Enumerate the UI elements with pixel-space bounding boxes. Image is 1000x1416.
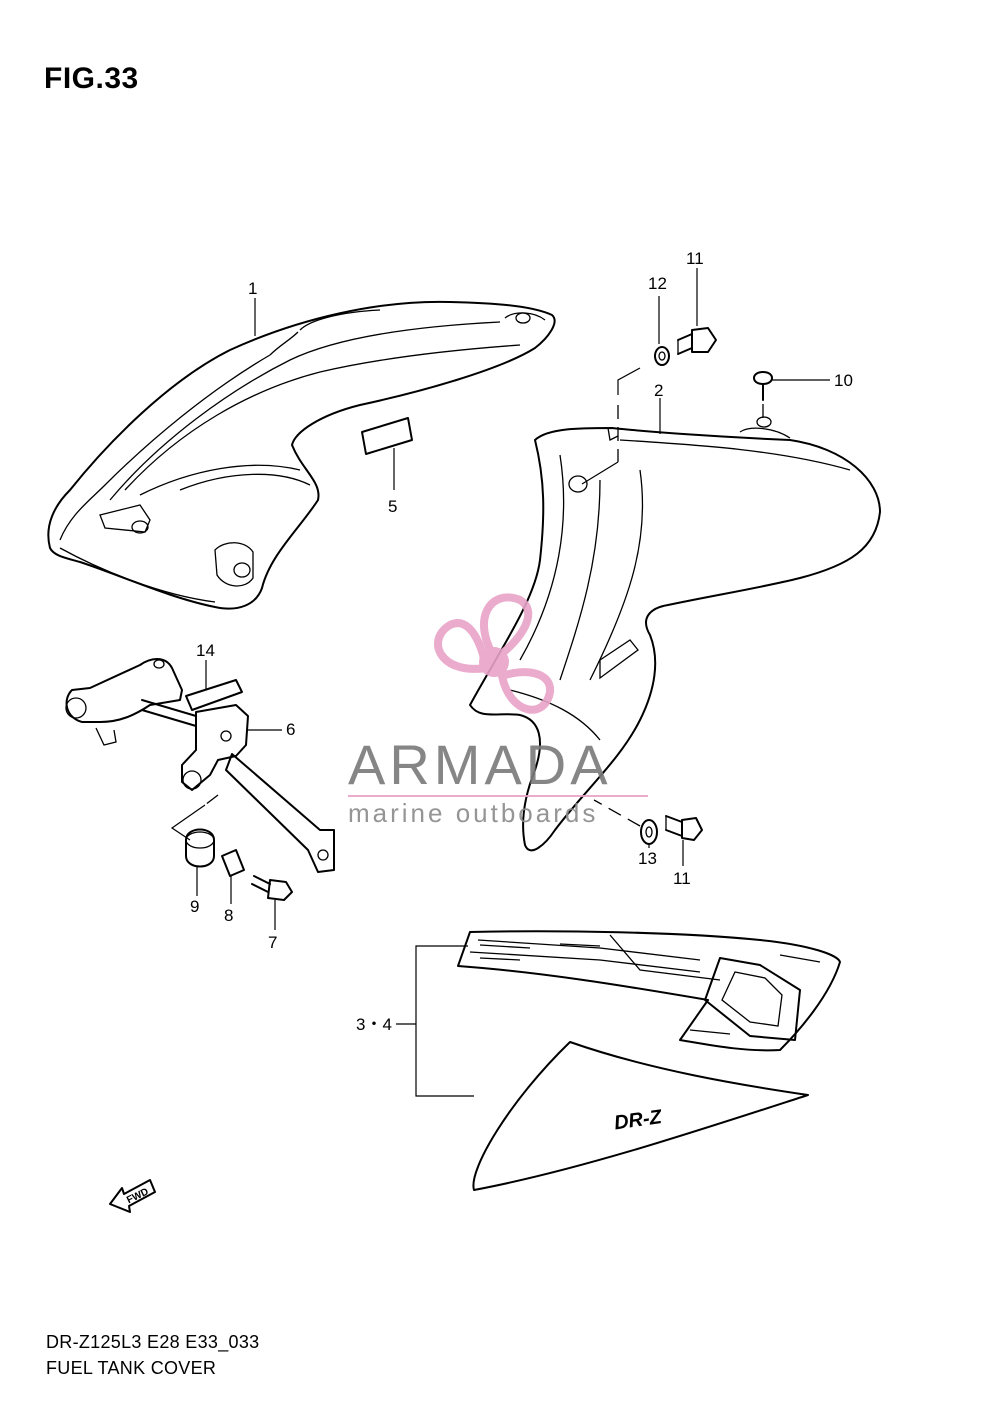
fwd-arrow-icon: FWD bbox=[109, 1179, 156, 1213]
part-12-washer[interactable] bbox=[654, 296, 670, 366]
part-1-left-tank-cover[interactable] bbox=[47, 298, 556, 610]
callout-1: 1 bbox=[248, 279, 257, 298]
part-14-pad[interactable] bbox=[185, 660, 243, 711]
callout-14: 14 bbox=[196, 641, 215, 660]
decal-emblem-text: DR-Z bbox=[613, 1106, 664, 1135]
callout-7: 7 bbox=[268, 933, 277, 952]
part-11-lower-bolt[interactable] bbox=[665, 815, 703, 866]
callout-2: 2 bbox=[654, 381, 663, 400]
callout-11-lower: 11 bbox=[673, 869, 691, 888]
watermark-brand: ARMADA bbox=[348, 733, 612, 796]
callout-11-upper: 11 bbox=[686, 249, 704, 268]
armada-watermark: ARMADA marine outboards bbox=[348, 593, 648, 828]
callout-6: 6 bbox=[286, 720, 295, 739]
part-3-4-lower-decal[interactable]: DR-Z bbox=[472, 1041, 809, 1191]
callout-12: 12 bbox=[648, 274, 667, 293]
callout-9: 9 bbox=[190, 897, 199, 916]
part-3-4-upper-decal[interactable] bbox=[457, 930, 841, 1052]
callout-10: 10 bbox=[834, 371, 853, 390]
part-7-bolt[interactable] bbox=[251, 875, 293, 930]
propeller-logo-icon bbox=[434, 593, 554, 714]
part-8-collar[interactable] bbox=[221, 849, 245, 904]
figure-title: FIG.33 bbox=[44, 62, 139, 95]
part-6-bracket[interactable] bbox=[65, 658, 335, 873]
assembly-line-12 bbox=[581, 367, 641, 485]
part-5-pad[interactable] bbox=[361, 417, 413, 490]
figure-name: FUEL TANK COVER bbox=[46, 1358, 217, 1378]
assembly-line-6 bbox=[170, 794, 219, 841]
part-13-washer[interactable] bbox=[593, 799, 658, 848]
figure-code: DR-Z125L3 E28 E33_033 bbox=[46, 1332, 260, 1352]
part-9-grommet[interactable] bbox=[185, 828, 215, 897]
callout-8: 8 bbox=[224, 906, 233, 925]
part-2-right-tank-cover[interactable] bbox=[469, 398, 881, 852]
watermark-tagline: marine outboards bbox=[348, 798, 598, 828]
fwd-label: FWD bbox=[125, 1186, 150, 1206]
callout-5: 5 bbox=[388, 497, 397, 516]
callout-13: 13 bbox=[638, 849, 657, 868]
callout-3-4: 3・4 bbox=[356, 1015, 392, 1034]
part-11-upper-bolt[interactable] bbox=[677, 268, 717, 355]
part-10-clip[interactable] bbox=[753, 371, 830, 420]
leader-3-4 bbox=[396, 945, 474, 1097]
